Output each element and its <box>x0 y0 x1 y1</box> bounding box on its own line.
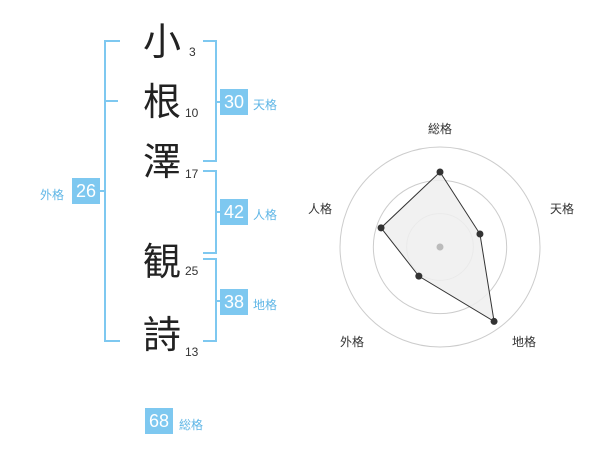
radar-point-1 <box>436 168 444 176</box>
jinkaku-bracket-connector <box>215 211 221 213</box>
gaikaku-bracket-tick <box>104 100 118 102</box>
radar-axis-label-4: 外格 <box>340 334 364 349</box>
stroke-count-4: 25 <box>185 264 199 278</box>
gaikaku-bracket <box>104 40 120 342</box>
radar-axis-label-5: 人格 <box>308 201 332 216</box>
stroke-count-2: 10 <box>185 106 199 120</box>
name-char-4: 観 <box>143 240 182 284</box>
chikaku-score: 38 <box>220 289 248 315</box>
radar-point-2 <box>476 230 484 238</box>
radar-point-3 <box>490 317 498 325</box>
tenkaku-label: 天格 <box>253 98 278 112</box>
radar-point-5 <box>377 224 385 232</box>
name-char-5: 詩 <box>143 313 182 357</box>
radar-axis-label-3: 地格 <box>512 334 536 349</box>
tenkaku-score: 30 <box>220 89 248 115</box>
stroke-count-3: 17 <box>185 167 199 181</box>
radar-center-dot <box>436 243 444 251</box>
radar-ring-3 <box>339 146 541 348</box>
radar-axis-label-2: 天格 <box>550 201 574 216</box>
gaikaku-label: 外格 <box>40 188 65 202</box>
name-char-3: 澤 <box>143 140 182 184</box>
radar-axis-label-1: 総格 <box>428 121 452 136</box>
jinkaku-score: 42 <box>220 199 248 225</box>
jinkaku-label: 人格 <box>253 208 278 222</box>
soukaku-score: 68 <box>145 408 173 434</box>
gaikaku-score: 26 <box>72 178 100 204</box>
radar-point-4 <box>415 272 423 280</box>
chikaku-label: 地格 <box>253 298 278 312</box>
soukaku-label: 総格 <box>179 418 204 432</box>
tenkaku-bracket-connector <box>215 101 221 103</box>
name-char-2: 根 <box>143 80 182 124</box>
chikaku-bracket-connector <box>215 300 221 302</box>
gaikaku-bracket-connector <box>98 190 106 192</box>
stroke-count-1: 3 <box>189 45 196 59</box>
name-char-1: 小 <box>143 20 182 64</box>
stroke-count-5: 13 <box>185 345 199 359</box>
